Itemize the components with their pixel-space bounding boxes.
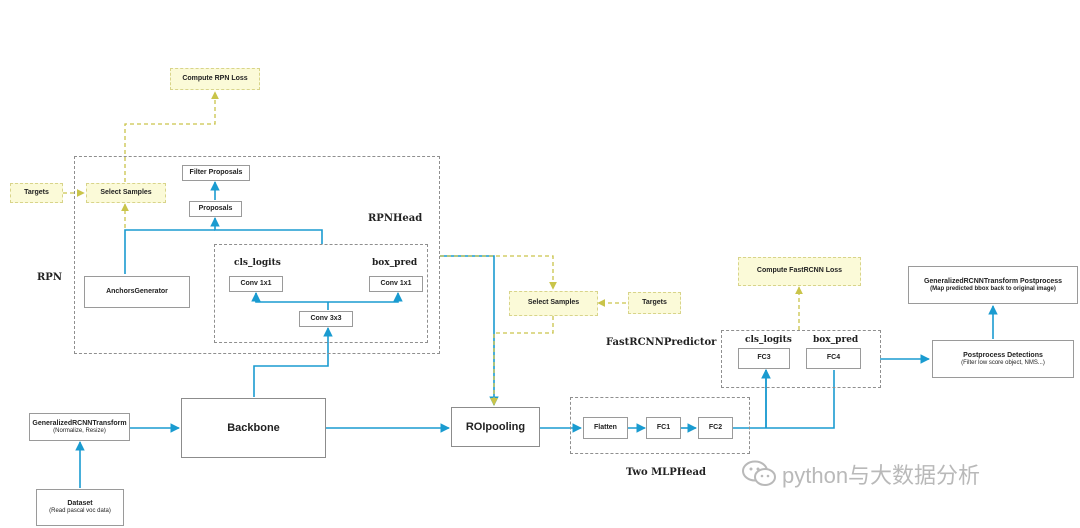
filter-proposals-box: Filter Proposals (182, 165, 250, 181)
transform-box: GeneralizedRCNNTransform (Normalize, Res… (29, 413, 130, 441)
compute-rpn-loss-box: Compute RPN Loss (170, 68, 260, 90)
select-samples-rpn-box: Select Samples (86, 183, 166, 203)
conv1x1-left-box: Conv 1x1 (229, 276, 283, 292)
roipooling-box: ROIpooling (451, 407, 540, 447)
rpn-group (74, 156, 440, 354)
targets-roi-box: Targets (628, 292, 681, 314)
fc1-box: FC1 (646, 417, 681, 439)
rpnhead-label: RPNHead (368, 213, 423, 224)
heads-to-proposals-arrow (210, 217, 323, 244)
fastrcnn-predictor-group (721, 330, 881, 388)
watermark-text: python与大数据分析 (782, 463, 981, 488)
wechat-icon (742, 460, 776, 486)
postprocess-title: Postprocess Detections (963, 351, 1043, 359)
rpn-label: RPN (37, 272, 62, 283)
box-pred-fast-label: box_pred (813, 335, 859, 345)
transform-subtitle: (Normalize, Resize) (53, 427, 106, 434)
rpn-to-roipooling-arrow (440, 255, 499, 406)
transform-postprocess-title: GeneralizedRCNNTransform Postprocess (923, 277, 1063, 285)
select-samples-roi-box: Select Samples (509, 291, 598, 316)
transform-postprocess-box: GeneralizedRCNNTransform Postprocess (Ma… (908, 266, 1078, 304)
anchors-generator-box: AnchorsGenerator (84, 276, 190, 308)
transform-postprocess-subtitle: (Map predicted bbox back to original ima… (930, 285, 1056, 292)
rpnhead-inner-group (214, 244, 428, 343)
dataset-title: Dataset (67, 500, 93, 508)
compute-fastrcnn-loss-box: Compute FastRCNN Loss (738, 257, 861, 286)
transform-title: GeneralizedRCNNTransform (32, 419, 127, 427)
postprocess-detections-box: Postprocess Detections (Filter low score… (932, 340, 1074, 378)
cls-logits-fast-label: cls_logits (745, 335, 792, 345)
backbone-box: Backbone (181, 398, 326, 458)
flatten-box: Flatten (583, 417, 628, 439)
select-roi-to-roipooling-arrow (490, 316, 554, 406)
two-mlphead-group (570, 397, 750, 454)
fc2-box: FC2 (698, 417, 733, 439)
proposals-box: Proposals (189, 201, 242, 217)
fc4-box: FC4 (806, 348, 861, 369)
backbone-to-conv3x3-arrow (253, 327, 333, 397)
box-pred-rpn-label: box_pred (372, 258, 418, 268)
fastrcnn-predictor-label: FastRCNNPredictor (606, 337, 717, 348)
select-rpn-to-loss-arrow (124, 91, 219, 182)
rpn-to-select-roi-arrow (440, 255, 557, 290)
cls-logits-rpn-label: cls_logits (234, 258, 281, 268)
dataset-box: Dataset (Read pascal voc data) (36, 489, 124, 526)
conv3x3-box: Conv 3x3 (299, 311, 353, 327)
two-mlphead-label: Two MLPHead (626, 467, 707, 478)
postprocess-subtitle: (Filter low score object, NMS...) (961, 359, 1045, 366)
dataset-subtitle: (Read pascal voc data) (49, 508, 111, 515)
fc3-box: FC3 (738, 348, 790, 369)
targets-rpn-box: Targets (10, 183, 63, 203)
conv1x1-right-box: Conv 1x1 (369, 276, 423, 292)
anchors-to-proposals-line (124, 229, 215, 274)
watermark: python与大数据分析 (742, 458, 980, 490)
